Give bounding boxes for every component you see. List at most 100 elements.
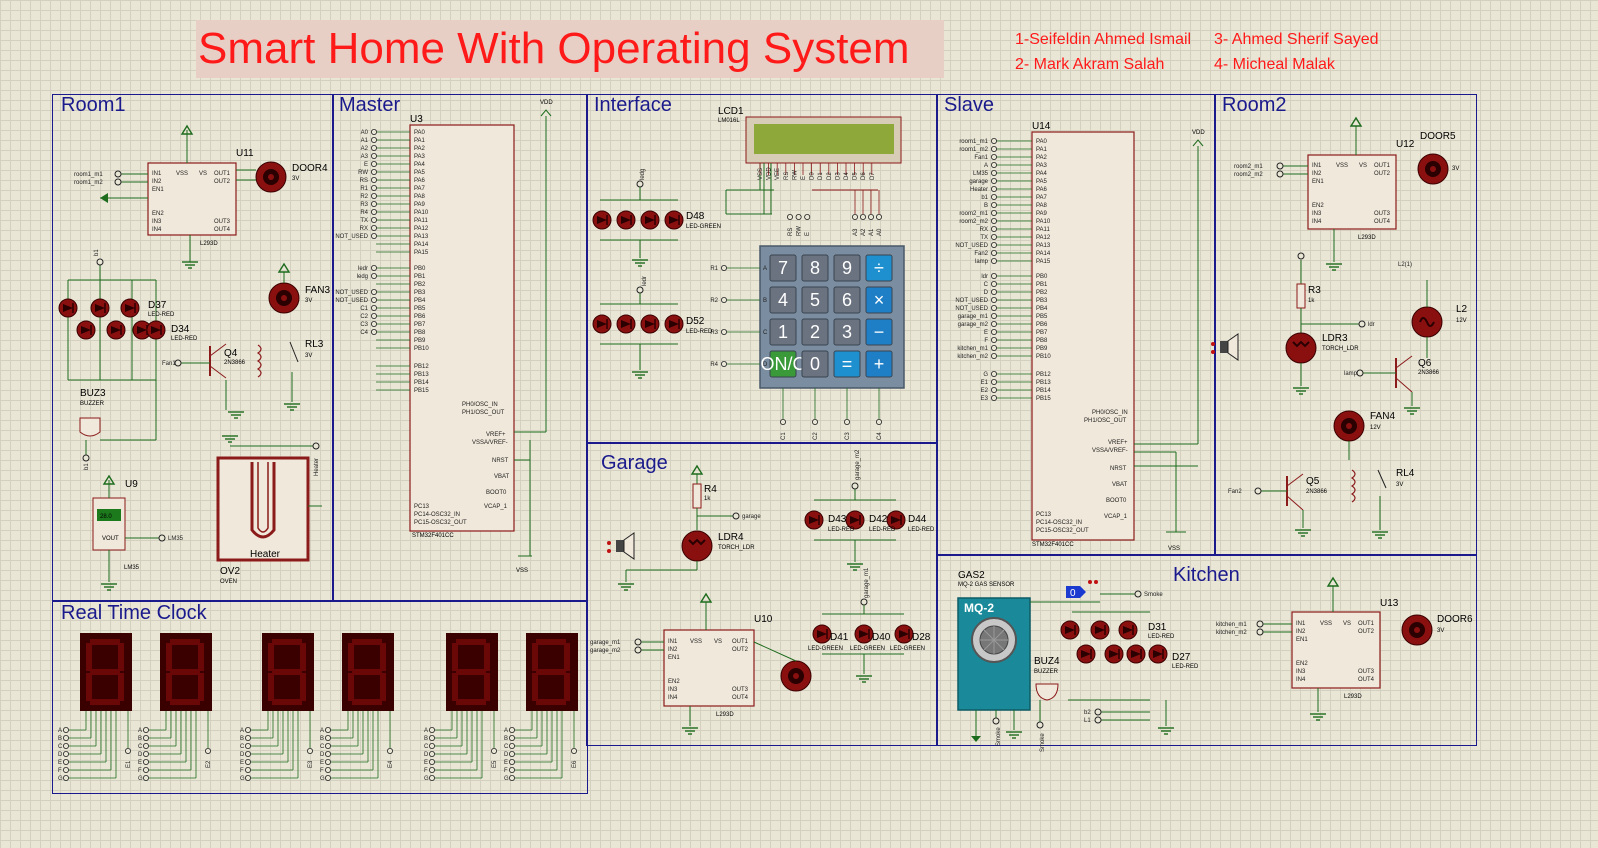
keypad-key[interactable]	[833, 318, 861, 346]
keypad-key[interactable]	[833, 350, 861, 378]
enable-label: E1	[126, 760, 132, 768]
svg-text:VCAP_1: VCAP_1	[484, 504, 508, 510]
keypad-key[interactable]	[833, 286, 861, 314]
keypad-key[interactable]	[801, 286, 829, 314]
svg-text:IN2: IN2	[1296, 629, 1306, 635]
keypad-key-label: =	[842, 354, 853, 374]
svg-text:D3: D3	[835, 172, 841, 180]
segment-label: F	[320, 768, 324, 774]
segment-label: G	[320, 776, 325, 782]
keypad-key-label: ON/C	[761, 354, 806, 374]
svg-text:2N3866: 2N3866	[1306, 489, 1328, 495]
svg-text:VSS: VSS	[176, 171, 188, 177]
keypad-key[interactable]	[801, 350, 829, 378]
net-label: ledr	[358, 266, 368, 272]
segment-label: A	[240, 728, 244, 734]
svg-text:ldr: ldr	[1368, 322, 1375, 328]
pin-label: PA3	[414, 154, 426, 160]
pin-label: PA3	[1036, 163, 1048, 169]
svg-text:RW: RW	[797, 226, 803, 236]
pin-label: PA11	[414, 218, 428, 224]
keypad-key[interactable]	[801, 318, 829, 346]
net-label: room2_m2	[959, 219, 988, 225]
net-label: Heater	[970, 187, 988, 193]
svg-text:PC13: PC13	[1036, 512, 1052, 518]
svg-text:room1_m1: room1_m1	[74, 172, 103, 178]
room1-label: Room1	[61, 94, 126, 116]
svg-text:A0: A0	[877, 228, 883, 236]
slave-pins: PA0room1_m1PA1room1_m2PA2Fan1PA3APA4LM35…	[955, 137, 1051, 402]
svg-text:U3: U3	[410, 114, 423, 125]
svg-text:TORCH_LDR: TORCH_LDR	[718, 545, 755, 551]
svg-text:kitchen_m1: kitchen_m1	[1216, 622, 1247, 628]
keypad-key[interactable]	[833, 254, 861, 282]
segment-label: C	[424, 744, 429, 750]
svg-text:Smoke: Smoke	[996, 727, 1002, 746]
segment-label: F	[58, 768, 62, 774]
net-label: G	[983, 372, 988, 378]
svg-text:NRST: NRST	[1110, 466, 1127, 472]
svg-text:OUT4: OUT4	[1374, 219, 1391, 225]
svg-text:3V: 3V	[1396, 482, 1403, 488]
svg-text:Smoke: Smoke	[1144, 592, 1163, 598]
svg-text:VS: VS	[199, 171, 207, 177]
svg-text:VSS: VSS	[1320, 621, 1332, 627]
pin-label: PA0	[1036, 139, 1048, 145]
pin-label: PA12	[1036, 235, 1051, 241]
svg-text:IN2: IN2	[668, 647, 678, 653]
kitchen-circuit: MQ-2 GAS2 MQ-2 GAS SENSOR Smoke 0 Smoke …	[957, 570, 1473, 752]
keypad-key[interactable]	[865, 318, 893, 346]
svg-text:LED-RED: LED-RED	[908, 527, 935, 533]
rtc-digits: ABCDEFGE1ABCDEFGE2ABCDEFGE3ABCDEFGE4ABCD…	[58, 633, 578, 782]
svg-text:VSS: VSS	[516, 568, 528, 574]
keypad-row-letter: D	[763, 362, 768, 368]
enable-label: E5	[492, 760, 498, 768]
svg-text:EN1: EN1	[1312, 179, 1324, 185]
pin-label: PB12	[414, 364, 429, 370]
net-label: A0	[361, 130, 369, 136]
pin-label: PB3	[414, 290, 426, 296]
svg-text:VDD: VDD	[1192, 130, 1205, 136]
keypad-key[interactable]	[865, 350, 893, 378]
net-label: RX	[360, 226, 368, 232]
segment-label: C	[504, 744, 509, 750]
keypad-key[interactable]	[769, 286, 797, 314]
svg-text:D43: D43	[828, 514, 847, 525]
keypad-key[interactable]	[769, 350, 797, 378]
pin-label: PB3	[1036, 298, 1048, 304]
pin-label: PA0	[414, 130, 426, 136]
keypad-key[interactable]	[865, 286, 893, 314]
svg-text:EN2: EN2	[152, 211, 164, 217]
svg-text:D34: D34	[171, 324, 190, 335]
segment-label: B	[320, 736, 324, 742]
svg-text:LED-RED: LED-RED	[148, 312, 175, 318]
svg-text:FAN3: FAN3	[305, 285, 330, 296]
pin-label: PB2	[414, 282, 426, 288]
svg-text:FAN4: FAN4	[1370, 411, 1395, 422]
svg-text:OUT3: OUT3	[732, 687, 749, 693]
pin-label: PB9	[1036, 346, 1048, 352]
keypad-key[interactable]	[769, 318, 797, 346]
kitchen-frame	[936, 554, 1477, 746]
garage-circuit: R4 1k garage LDR4 TORCH_LDR garage_m2 D4…	[590, 449, 935, 735]
net-label: room2_m1	[959, 211, 988, 217]
net-label: NOT_USED	[335, 234, 368, 240]
keypad-key[interactable]	[865, 254, 893, 282]
seven-segment-digit	[526, 633, 578, 711]
led-icon	[1118, 620, 1138, 640]
svg-text:MQ-2 GAS SENSOR: MQ-2 GAS SENSOR	[958, 582, 1015, 588]
keypad-key[interactable]	[769, 254, 797, 282]
pin-label: PB7	[1036, 330, 1048, 336]
svg-text:room2_m1: room2_m1	[1234, 164, 1263, 170]
pin-label: PA8	[1036, 203, 1048, 209]
title-background	[196, 20, 944, 78]
net-label: R2	[360, 194, 368, 200]
svg-text:VSSA/VREF-: VSSA/VREF-	[1092, 448, 1128, 454]
kitchen-label: Kitchen	[1173, 564, 1240, 586]
svg-text:RS: RS	[788, 228, 794, 236]
keypad-key[interactable]	[801, 254, 829, 282]
pin-label: PA9	[1036, 211, 1048, 217]
svg-text:MQ-2: MQ-2	[964, 601, 994, 615]
svg-text:BUZZER: BUZZER	[80, 401, 105, 407]
